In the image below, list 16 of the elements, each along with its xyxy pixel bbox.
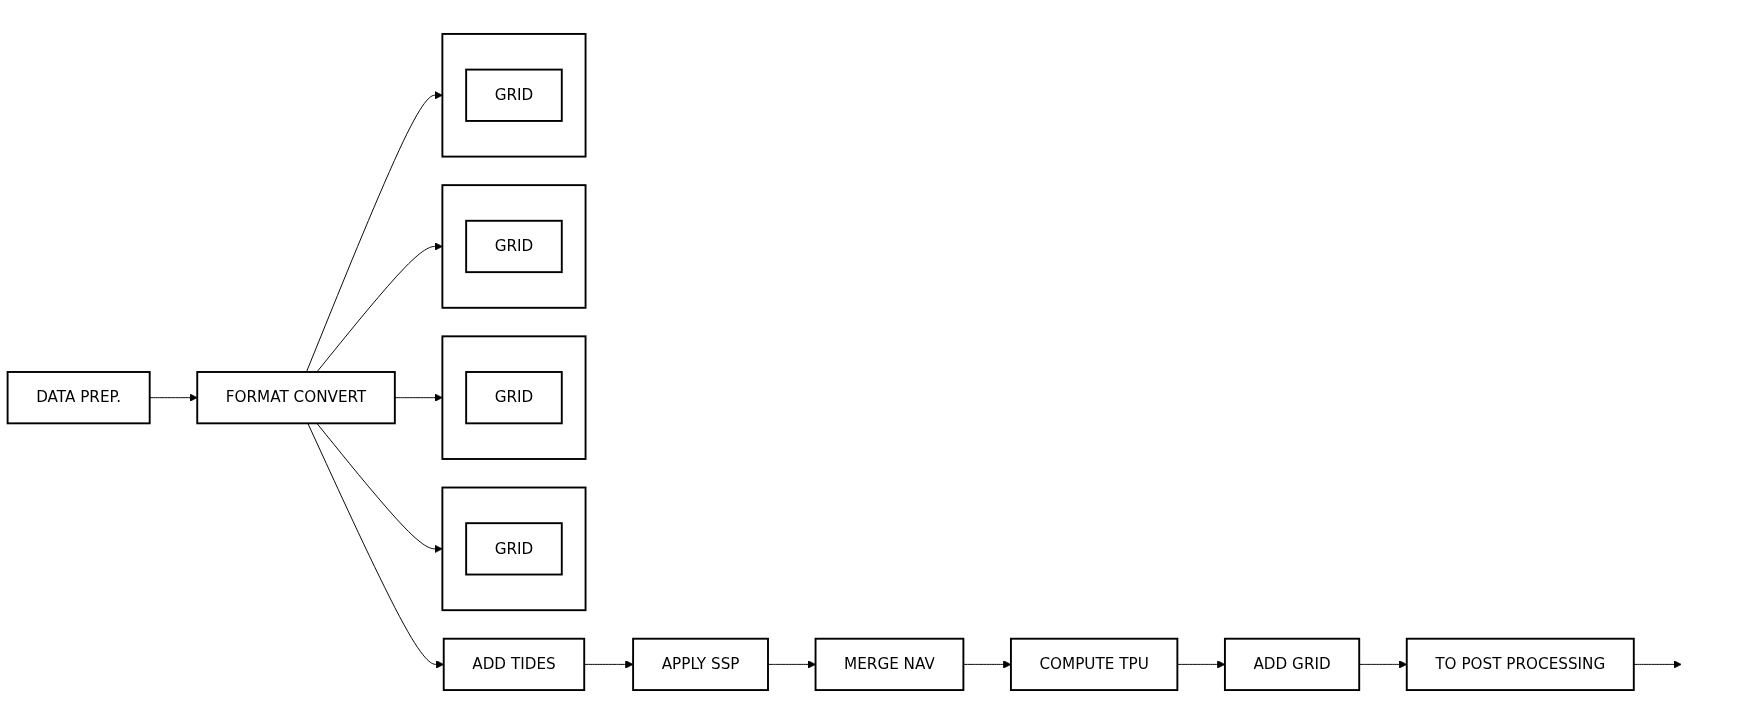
cluster xyxy=(441,486,587,612)
node-box: ADD GRID xyxy=(1223,637,1361,692)
node-box: TO POST PROCESSING xyxy=(1405,637,1635,692)
cluster xyxy=(441,184,587,309)
node-box: GRID xyxy=(465,219,563,274)
node-box: GRID xyxy=(465,68,563,122)
node-box: ADD TIDES xyxy=(442,637,586,692)
node-box: APPLY SSP xyxy=(632,637,769,692)
cluster xyxy=(441,335,587,460)
node-box: FORMAT CONVERT xyxy=(196,371,396,425)
node-box: DATA PREP. xyxy=(6,371,151,425)
node-box: MERGE NAV xyxy=(814,637,965,692)
node-box: GRID xyxy=(465,371,563,425)
cluster xyxy=(441,33,587,158)
node-box: COMPUTE TPU xyxy=(1009,637,1179,692)
node-box: GRID xyxy=(465,522,563,576)
